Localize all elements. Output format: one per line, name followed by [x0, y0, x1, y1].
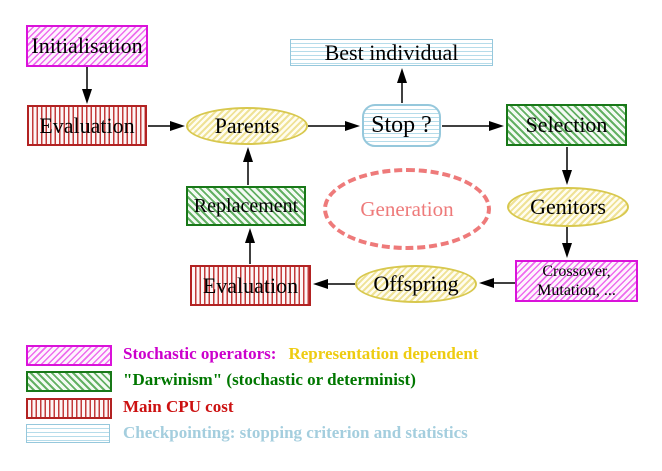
- node-evaluation-bottom-label: Evaluation: [202, 272, 299, 298]
- arrow-evaluation-to-parents: [148, 121, 185, 131]
- node-crossover-mutation: Crossover, Mutation, ...: [515, 260, 638, 302]
- node-crossover-mutation-label: Crossover, Mutation, ...: [537, 262, 616, 300]
- node-parents: Parents: [186, 107, 308, 145]
- legend-swatch-cpu-cost: [26, 398, 112, 419]
- node-offspring-label: Offspring: [373, 271, 459, 296]
- node-genitors-label: Genitors: [530, 194, 606, 219]
- node-evaluation-top-label: Evaluation: [39, 112, 135, 138]
- arrow-evaluation-to-replacement: [245, 228, 255, 264]
- arrow-stop-to-best-individual: [397, 68, 407, 103]
- legend-stochastic-part2: Representation dependent: [288, 344, 479, 363]
- node-replacement: Replacement: [186, 186, 306, 226]
- node-best-individual-label: Best individual: [324, 39, 459, 65]
- crossover-line1: Crossover,: [542, 263, 611, 280]
- node-initialisation: Initialisation: [26, 25, 148, 67]
- node-offspring: Offspring: [355, 265, 477, 303]
- node-evaluation-top: Evaluation: [27, 105, 147, 146]
- legend-stochastic-part1: Stochastic operators:: [123, 344, 277, 363]
- node-replacement-label: Replacement: [193, 194, 299, 217]
- legend-label-stochastic-operators: Stochastic operators: Representation depe…: [123, 344, 478, 364]
- arrow-selection-to-genitors: [562, 147, 572, 185]
- arrow-offspring-to-evaluation: [313, 279, 355, 289]
- legend-label-checkpointing: Checkpointing: stopping criterion and st…: [123, 423, 468, 442]
- node-best-individual: Best individual: [290, 39, 493, 66]
- arrow-genitors-to-crossover: [562, 227, 572, 258]
- node-genitors: Genitors: [507, 187, 629, 227]
- legend-swatch-stochastic-operators: [26, 345, 112, 366]
- crossover-line2: Mutation, ...: [537, 282, 616, 299]
- arrow-stop-to-selection: [442, 121, 504, 131]
- node-stop: Stop ?: [362, 104, 441, 147]
- arrow-replacement-to-parents: [243, 147, 253, 185]
- arrow-initialisation-to-evaluation: [82, 67, 92, 104]
- legend-label-cpu-cost: Main CPU cost: [123, 397, 234, 416]
- arrow-crossover-to-offspring: [479, 278, 515, 288]
- node-selection: Selection: [506, 104, 627, 146]
- node-initialisation-label: Initialisation: [31, 33, 143, 58]
- node-generation-label: Generation: [360, 196, 454, 221]
- legend-swatch-checkpointing: [26, 424, 110, 443]
- node-stop-label: Stop ?: [371, 112, 432, 138]
- node-evaluation-bottom: Evaluation: [190, 265, 311, 306]
- arrow-parents-to-stop: [308, 121, 360, 131]
- node-generation-loop: Generation: [323, 168, 491, 250]
- legend-label-darwinism: "Darwinism" (stochastic or determinist): [123, 370, 416, 389]
- node-parents-label: Parents: [214, 113, 280, 138]
- legend-swatch-darwinism: [26, 371, 112, 392]
- node-selection-label: Selection: [525, 112, 608, 137]
